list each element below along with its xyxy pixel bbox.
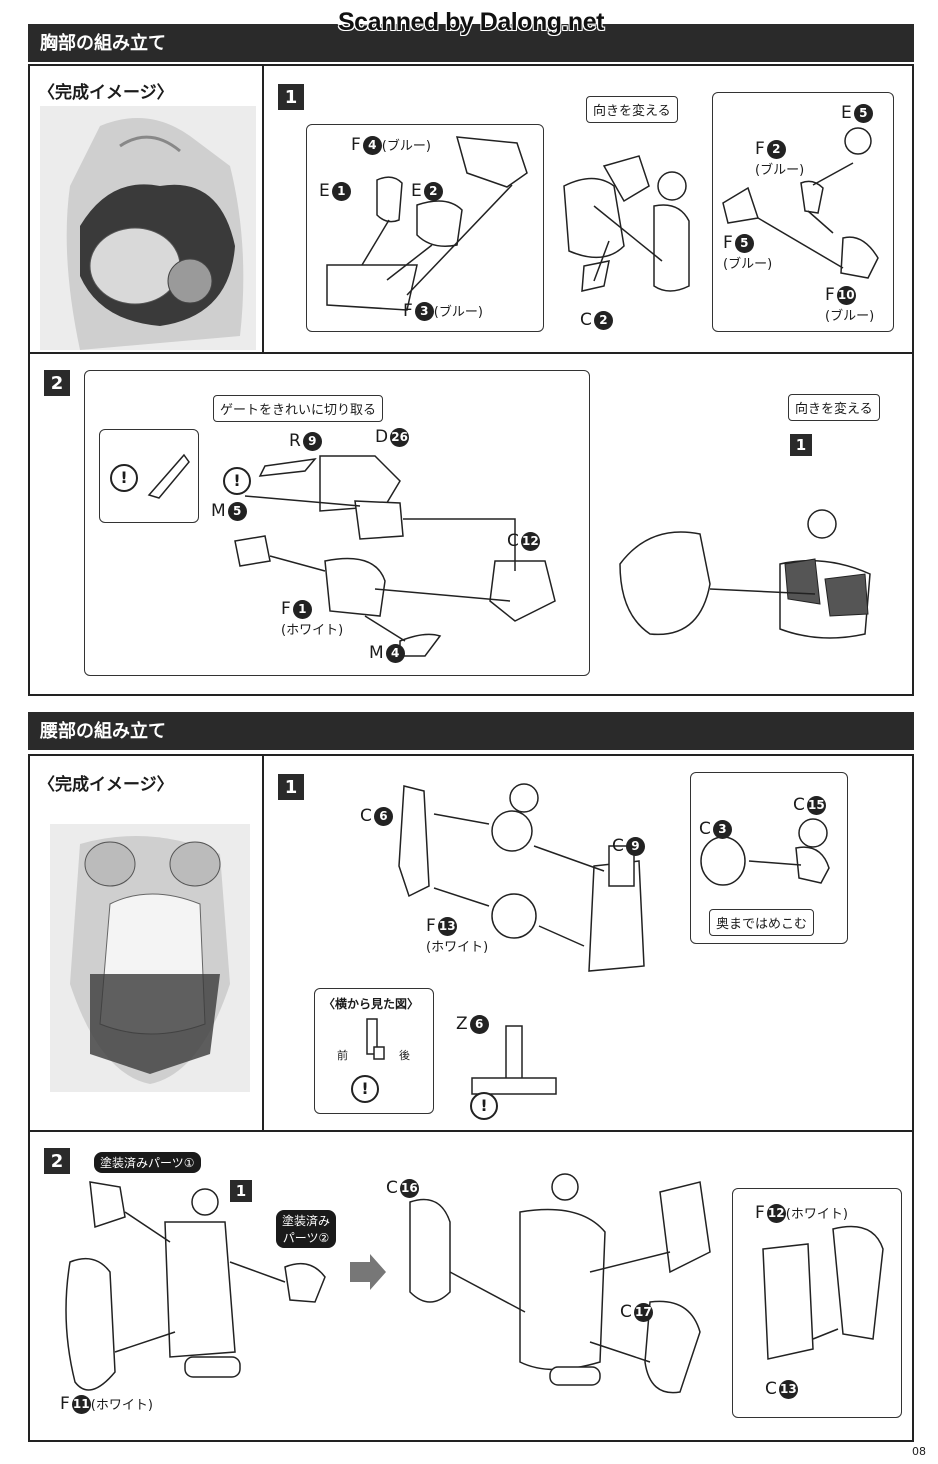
chest-step1-middle-drawing [563, 155, 690, 292]
caution-icon: ! [110, 464, 138, 492]
caution-icon: ! [223, 467, 251, 495]
painted-part1-badge: 塗装済みパーツ① [94, 1152, 201, 1173]
chest-step2-final-drawing [619, 509, 871, 639]
side-view-back: 後 [399, 1049, 410, 1062]
chest-step2-drawing [234, 455, 556, 657]
scan-watermark: Scanned by Dalong.net [338, 8, 604, 36]
chest-step2-number: 2 [44, 370, 70, 396]
waist-step1-number: 1 [278, 774, 304, 800]
caution-icon: ! [470, 1092, 498, 1120]
waist-complete-photo [50, 824, 250, 1092]
ref-step1-marker: 1 [790, 434, 812, 456]
chest-section-title: 胸部の組み立て [28, 24, 914, 62]
side-view-title: 〈横から見た図〉 [323, 997, 420, 1011]
waist-step2-middle-drawing [409, 1173, 711, 1394]
chest-step1-left-drawing [326, 136, 528, 311]
caution-icon: ! [351, 1075, 379, 1103]
gate-detail-inset: ! [99, 429, 199, 523]
chest-step1-number: 1 [278, 84, 304, 110]
waist-step2-number: 2 [44, 1148, 70, 1174]
waist-complete-label: 〈完成イメージ〉 [38, 775, 174, 795]
painted-part2-badge: 塗装済みパーツ② [276, 1210, 337, 1248]
side-view-box: 〈横から見た図〉 前 後 ! [314, 988, 434, 1114]
chest-complete-photo [40, 106, 256, 350]
waist-step1-detail-drawing [700, 818, 830, 886]
chest-step2-turn-callout: 向きを変える [788, 394, 880, 421]
side-view-drawing [366, 1018, 385, 1060]
gate-part-drawing [147, 453, 190, 499]
chest-step1-turn-callout: 向きを変える [586, 96, 678, 123]
chest-step1-right-drawing [722, 127, 879, 279]
waist-section-title: 腰部の組み立て [28, 712, 914, 750]
arrow-right-icon [350, 1254, 386, 1290]
waist-step1-drawing [398, 783, 645, 972]
waist-step2-detail-drawing [762, 1225, 884, 1360]
chest-complete-panel: 〈完成イメージ〉 [28, 64, 264, 354]
chest-complete-label: 〈完成イメージ〉 [38, 83, 174, 103]
ref-step1-marker: 1 [230, 1180, 252, 1202]
waist-step2-left-drawing [65, 1181, 326, 1391]
page-number: 08 [912, 1445, 926, 1458]
gate-trim-callout: ゲートをきれいに切り取る [213, 395, 384, 422]
side-view-front: 前 [337, 1049, 348, 1062]
z6-part-drawing [471, 1025, 557, 1095]
waist-complete-panel: 〈完成イメージ〉 [28, 754, 264, 1132]
press-fully-callout: 奥まではめこむ [709, 909, 815, 936]
